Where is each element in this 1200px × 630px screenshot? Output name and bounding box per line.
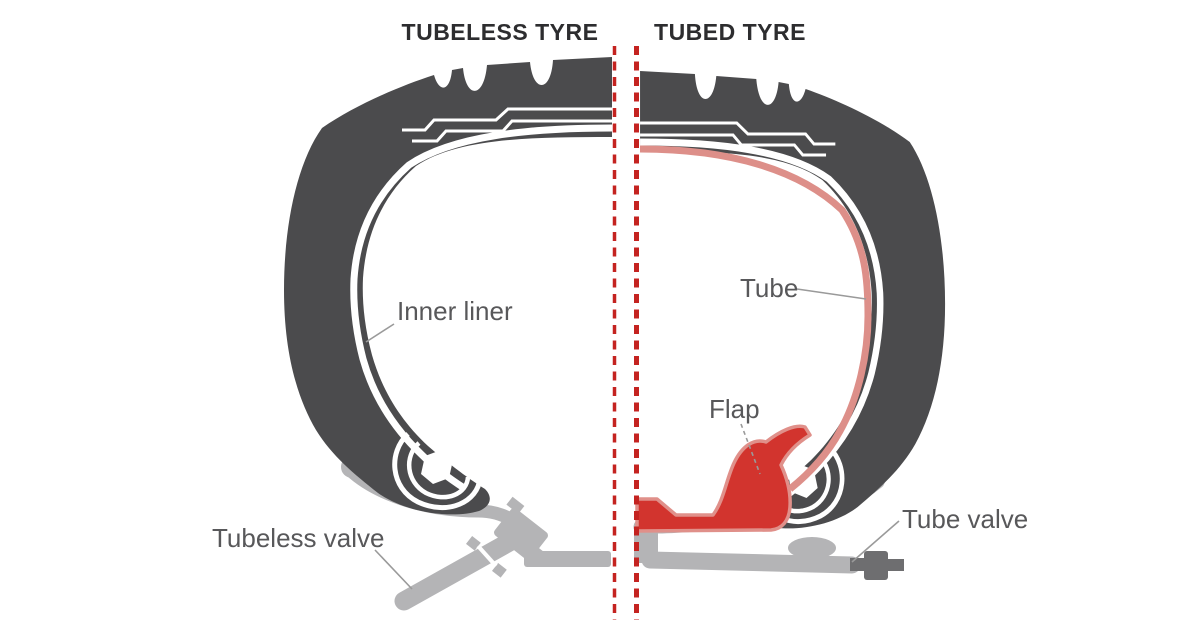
flap-leader [740,423,761,475]
valve-fitting-neck [850,558,866,571]
flap-label: Flap [709,394,760,424]
tube-valve-fitting [850,551,904,580]
inner-tube [639,145,872,492]
inner-liner-label: Inner liner [397,296,513,326]
left-rim-well-bar [524,551,611,567]
left-title: TUBELESS TYRE [402,19,599,45]
valve-nut-wing-lower [491,562,507,578]
right-rim-hump [788,537,836,559]
left-junction-tab-upper [506,496,525,514]
flap [635,424,812,533]
valve-fitting-tip [886,559,904,571]
tube-label: Tube [740,273,798,303]
tubeless-tyre-half [284,57,612,514]
tube-leader [796,288,867,300]
tubeless-valve-stem [394,530,523,611]
inner-liner-leader [365,323,395,343]
tube-valve-label: Tube valve [902,504,1028,534]
valve-fitting-body [864,551,888,580]
tube-valve-stem [641,551,861,574]
tubeless-valve-leader [374,549,413,590]
left-valve-junction [494,508,548,560]
tubeless-valve-label: Tubeless valve [212,523,384,553]
valve-nut-slit [476,544,498,568]
right-title: TUBED TYRE [654,19,806,45]
tube-valve-leader [851,520,900,563]
